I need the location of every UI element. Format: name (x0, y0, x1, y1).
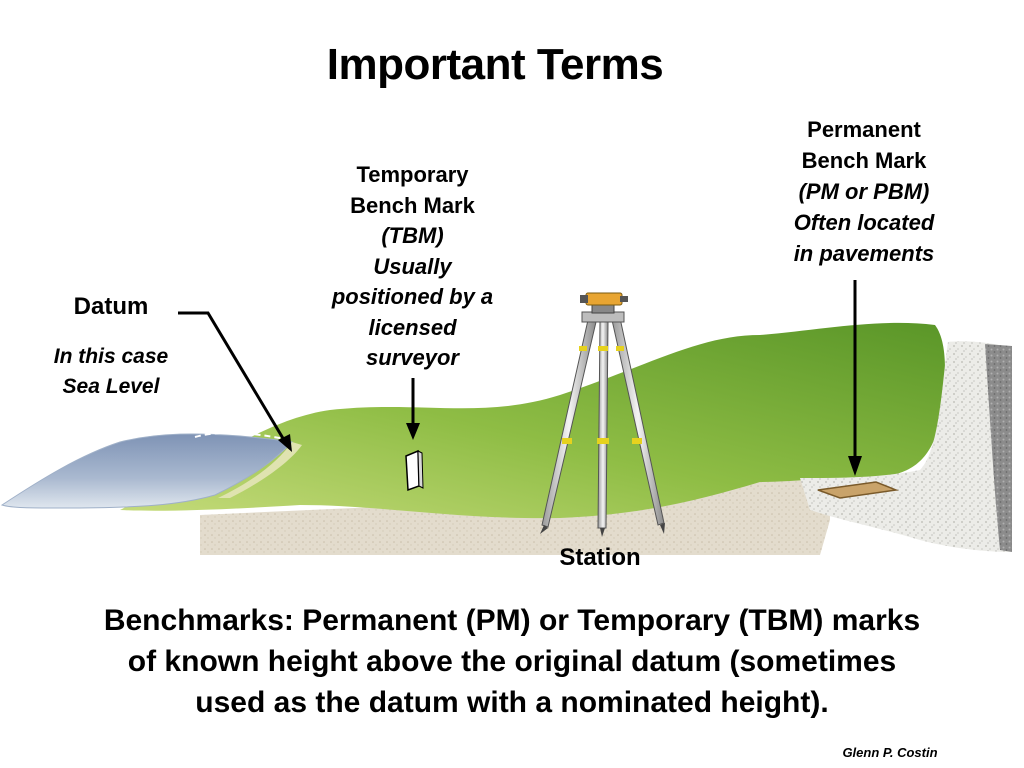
temporary-bench-mark-peg (405, 449, 420, 492)
page-title: Important Terms (326, 40, 664, 89)
tbm-note-3: licensed (368, 314, 457, 340)
tbm-note-2: positioned by a (331, 284, 494, 309)
station-label: Station (559, 544, 641, 571)
datum-pointer-arrow (178, 311, 286, 441)
pbm-note-2: in pavements (793, 241, 935, 266)
sea-shoreline (194, 431, 291, 441)
author-credit: Glenn P. Costin (842, 745, 938, 760)
tbm-abbr: (TBM) (381, 223, 444, 248)
pbm-abbr: (PM or PBM) (798, 179, 930, 204)
datum-arrowhead (278, 434, 292, 452)
benchmarks-caption: Benchmarks: Permanent (PM) or Temporary … (22, 600, 1002, 723)
gravel-edge (985, 344, 1012, 552)
tbm-arrowhead (406, 423, 420, 440)
tbm-note-4: surveyor (366, 345, 459, 370)
tbm-line-2: Bench Mark (350, 192, 475, 218)
pbm-line-2: Bench Mark (801, 148, 927, 173)
datum-description: In this case Sea Level (25, 342, 197, 402)
tbm-note-1: Usually (373, 253, 452, 279)
temporary-bench-mark-label: Temporary Bench Mark (TBM) Usually posit… (305, 160, 520, 374)
permanent-bench-mark-plate (817, 481, 899, 499)
caption-line-3: used as the datum with a nominated heigh… (195, 686, 829, 719)
tbm-line-1: Temporary (356, 162, 469, 187)
level-instrument (585, 292, 623, 306)
sea-water (0, 433, 294, 509)
permanent-bench-mark-label: Permanent Bench Mark (PM or PBM) Often l… (764, 114, 964, 269)
peg-side (417, 450, 424, 489)
datum-line-2: Sea Level (62, 375, 160, 398)
datum-line-1: In this case (53, 345, 169, 368)
grass-hill (120, 322, 945, 519)
pavement (800, 341, 1012, 552)
pbm-note-1: Often located (793, 210, 935, 235)
caption-line-2: of known height above the original datum… (127, 645, 897, 678)
pbm-arrowhead (848, 456, 862, 476)
pbm-line-1: Permanent (807, 117, 921, 142)
datum-label: Datum (73, 293, 149, 320)
caption-line-1: Benchmarks: Permanent (PM) or Temporary … (103, 604, 921, 637)
tripod-station (540, 292, 665, 537)
sea-bank (218, 442, 302, 498)
